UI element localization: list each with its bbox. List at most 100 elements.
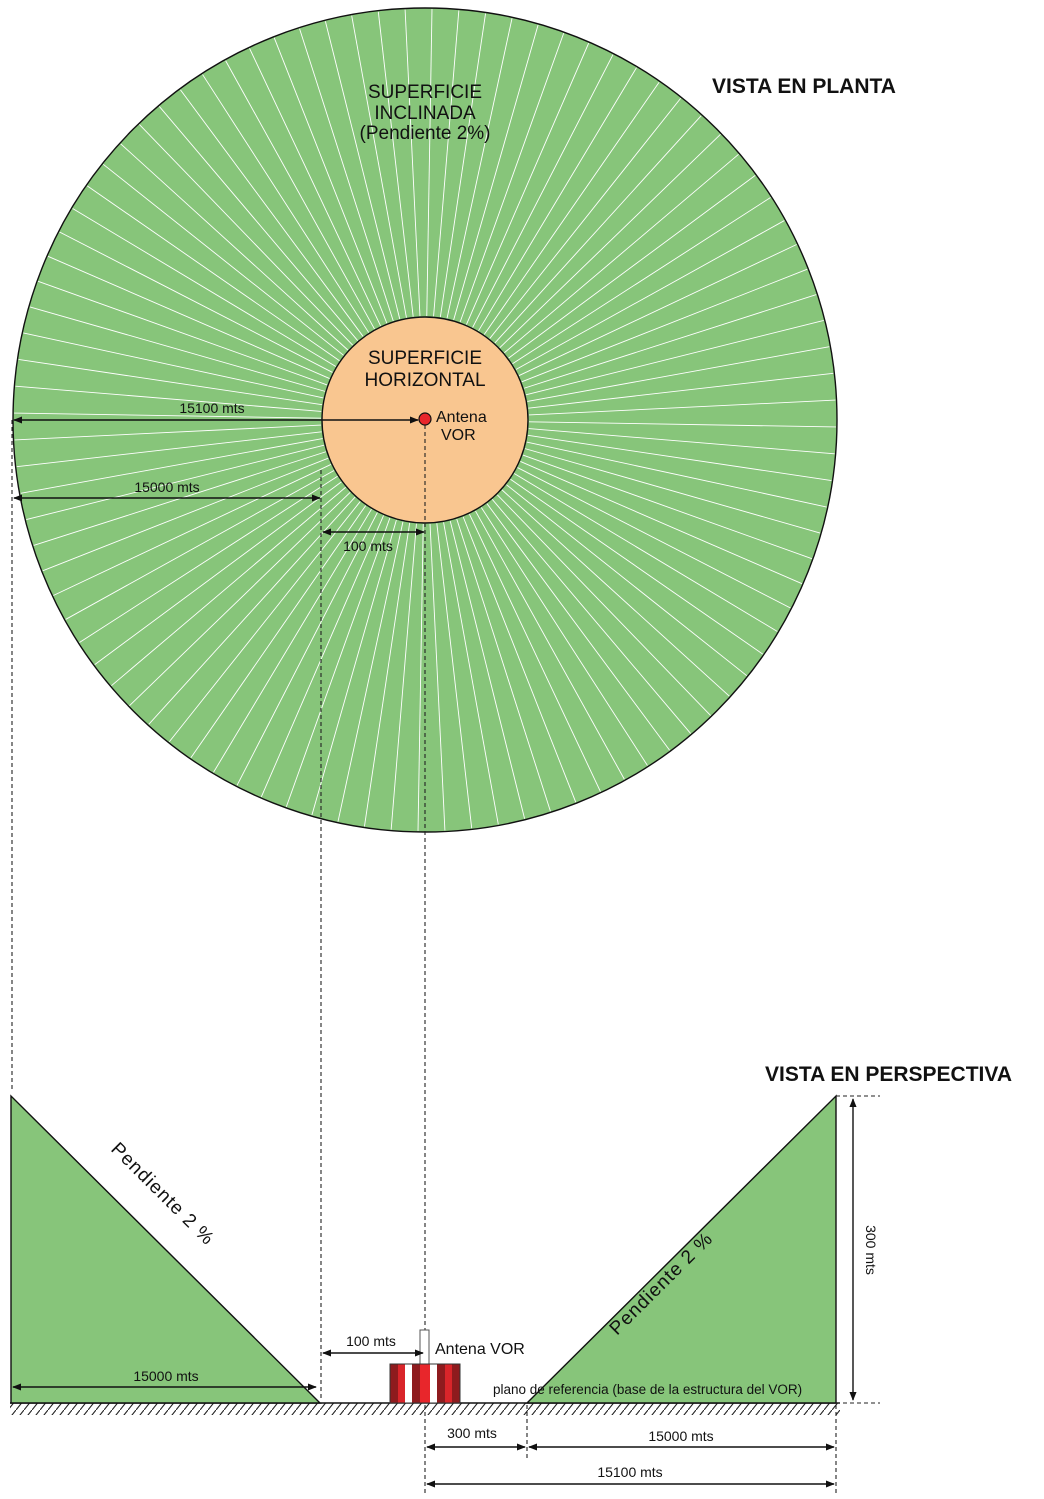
radial-line xyxy=(520,461,803,585)
perspective-view-title: VISTA EN PERSPECTIVA xyxy=(765,1063,1012,1086)
radial-line xyxy=(180,89,364,337)
radial-line xyxy=(475,510,625,780)
right-slope-surface xyxy=(525,1094,837,1404)
right-base-label: 15000 mts xyxy=(648,1428,713,1444)
radial-line xyxy=(446,18,513,319)
radial-line xyxy=(496,494,711,716)
inclined-surface-label-1: SUPERFICIE xyxy=(368,82,482,103)
radial-line xyxy=(528,421,836,428)
radial-line xyxy=(158,106,359,341)
radial-line xyxy=(311,519,397,816)
radial-line xyxy=(462,516,577,803)
radial-line xyxy=(299,28,394,322)
antenna-label-1: Antena xyxy=(436,409,487,426)
inner-radius-label: 100 mts xyxy=(343,538,393,554)
radial-line xyxy=(443,522,499,825)
radial-line xyxy=(79,475,338,643)
radial-line xyxy=(453,24,539,321)
radial-line xyxy=(285,517,391,808)
radial-line xyxy=(466,42,590,325)
radial-line xyxy=(20,438,323,494)
stripe xyxy=(390,1364,398,1403)
stripe xyxy=(452,1364,460,1403)
antenna-label-2: VOR xyxy=(441,427,476,444)
radial-line xyxy=(249,48,382,327)
radial-line xyxy=(72,208,337,367)
radial-line xyxy=(260,515,384,798)
radial-line xyxy=(16,431,322,468)
radial-line xyxy=(417,523,424,831)
radial-line xyxy=(59,231,333,373)
radial-line xyxy=(524,448,821,534)
radial-line xyxy=(521,268,808,383)
radial-line xyxy=(527,346,830,402)
radial-line xyxy=(29,306,326,392)
radial-line xyxy=(129,491,351,706)
radial-line xyxy=(525,319,824,396)
radial-line xyxy=(53,463,332,596)
radial-line xyxy=(436,523,473,829)
radial-line xyxy=(202,74,370,333)
radial-line xyxy=(337,521,404,822)
radial-line xyxy=(190,505,367,759)
reference-plane-label: plano de referencia (base de la estructu… xyxy=(493,1382,802,1397)
antenna-vor-label: Antena VOR xyxy=(435,1341,525,1358)
plan-view-title: VISTA EN PLANTA xyxy=(712,75,896,98)
radial-line xyxy=(499,134,721,349)
radial-line xyxy=(111,486,346,687)
radial-line xyxy=(528,428,835,455)
left-base-label: 15000 mts xyxy=(133,1368,198,1384)
left-slope-surface xyxy=(10,1094,322,1404)
radial-line xyxy=(168,501,361,743)
radial-line xyxy=(527,434,832,482)
radial-lines xyxy=(14,9,836,831)
radial-line xyxy=(518,244,797,377)
total-radius-label: 15100 mts xyxy=(597,1464,662,1480)
radial-line xyxy=(480,507,648,766)
radial-line xyxy=(37,280,328,386)
radial-line xyxy=(506,484,748,677)
radial-line xyxy=(528,372,834,409)
radial-line xyxy=(486,503,670,751)
radial-line xyxy=(404,9,421,317)
radial-line xyxy=(456,518,551,812)
radial-line xyxy=(213,508,372,773)
radial-line xyxy=(120,143,349,351)
radial-line xyxy=(515,220,785,370)
radial-line xyxy=(42,457,329,572)
radial-line xyxy=(390,523,417,830)
radial-line xyxy=(449,520,526,819)
outer-radius-label: 15100 mts xyxy=(179,400,244,416)
radial-line xyxy=(14,424,322,441)
radial-line xyxy=(351,15,407,318)
antenna-mast xyxy=(419,1329,430,1365)
radial-line xyxy=(236,512,378,786)
radial-line xyxy=(429,523,446,831)
stripe xyxy=(437,1364,445,1403)
radial-line xyxy=(478,67,637,332)
stripe xyxy=(445,1364,452,1403)
ring-width-label: 15000 mts xyxy=(134,479,199,495)
stripe xyxy=(420,1364,430,1403)
radial-line xyxy=(513,473,778,632)
radial-line xyxy=(102,163,344,356)
radial-line xyxy=(433,10,460,317)
inner-offset-label: 100 mts xyxy=(346,1333,396,1349)
radial-line xyxy=(15,385,322,412)
inclined-surface-label-2: INCLINADA xyxy=(374,103,476,124)
radial-line xyxy=(363,522,411,827)
radial-line xyxy=(491,499,692,734)
height-label: 300 mts xyxy=(863,1225,879,1275)
radial-line xyxy=(528,399,836,416)
radial-line xyxy=(526,441,827,508)
radial-line xyxy=(522,454,813,560)
radial-line xyxy=(523,294,817,389)
radial-line xyxy=(501,489,730,697)
radial-line xyxy=(324,21,401,320)
radial-line xyxy=(94,481,342,665)
radial-line xyxy=(139,124,354,346)
radial-line xyxy=(225,60,375,330)
offset-300-label: 300 mts xyxy=(447,1425,497,1441)
radial-line xyxy=(472,54,614,328)
